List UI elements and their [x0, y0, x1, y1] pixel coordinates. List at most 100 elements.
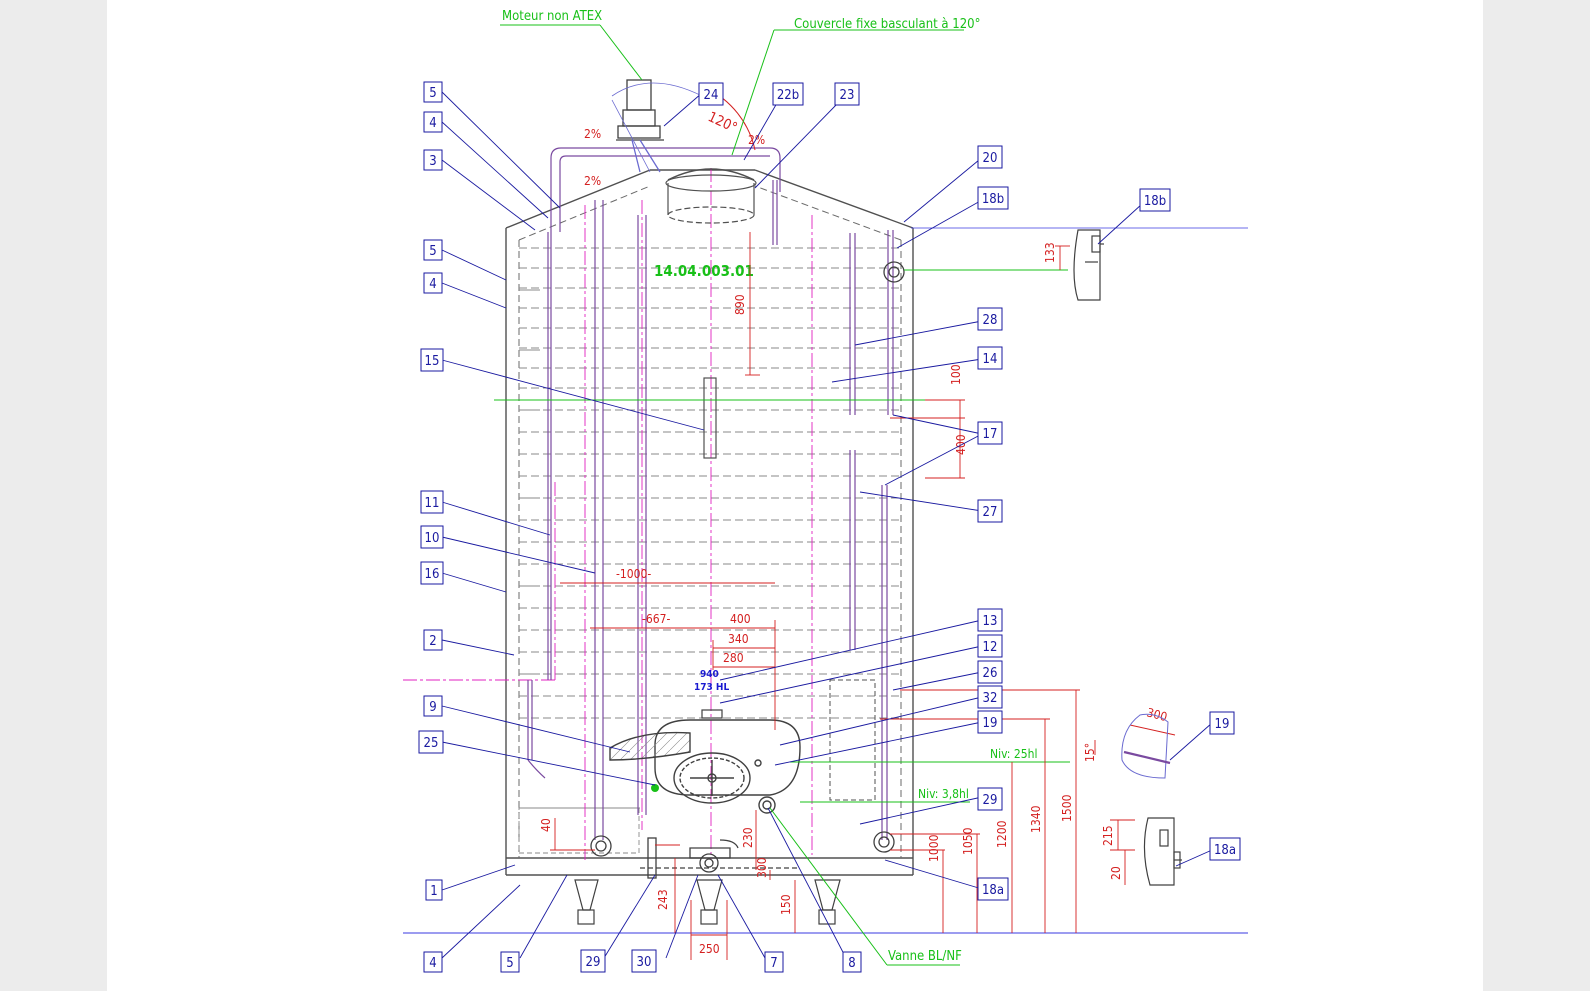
- callout-1: 1: [425, 879, 443, 901]
- callout-18b-detail: 18b: [1139, 188, 1171, 212]
- callout-3: 3: [423, 149, 443, 171]
- note-valve: Vanne BL/NF: [888, 949, 962, 964]
- note-motor: Moteur non ATEX: [502, 9, 602, 24]
- dim-340: 340: [728, 632, 749, 646]
- detail-18a: [1143, 817, 1182, 886]
- bottom-manhole: [609, 719, 801, 814]
- svg-text:5: 5: [429, 244, 436, 259]
- dim-1050: 1050: [961, 827, 975, 855]
- dim-890: 890: [733, 294, 747, 315]
- callout-17: 17: [977, 421, 1003, 445]
- note-capacity-value: 940: [700, 669, 719, 680]
- dim-300b: 300: [1145, 705, 1169, 724]
- dim-20: 20: [1109, 866, 1123, 880]
- callout-27: 27: [977, 499, 1003, 523]
- dim-250: 250: [699, 942, 720, 956]
- svg-text:19: 19: [983, 716, 998, 731]
- svg-text:14: 14: [983, 352, 998, 367]
- callout-10: 10: [420, 525, 444, 549]
- callout-26: 26: [977, 660, 1003, 684]
- tank-roof-left: [505, 169, 651, 229]
- svg-text:8: 8: [848, 956, 855, 971]
- svg-text:11: 11: [425, 496, 440, 511]
- tank-roof-right: [754, 169, 914, 229]
- svg-text:26: 26: [983, 666, 998, 681]
- callout-8: 8: [842, 951, 862, 973]
- callout-22b: 22b: [772, 82, 804, 106]
- callout-leaders: [441, 91, 1213, 959]
- pipework: [527, 147, 894, 840]
- svg-text:17: 17: [983, 427, 998, 442]
- callout-29b: 29: [580, 949, 606, 973]
- svg-text:18b: 18b: [982, 192, 1004, 207]
- dim-angle-lid: 120°: [705, 109, 739, 136]
- svg-text:12: 12: [983, 640, 998, 655]
- dim-40: 40: [539, 818, 553, 832]
- svg-text:20: 20: [983, 151, 998, 166]
- callout-18b: 18b: [977, 186, 1009, 210]
- callout-28: 28: [977, 307, 1003, 331]
- dim-1000v: 1000: [927, 834, 941, 862]
- callout-14: 14: [977, 346, 1003, 370]
- dim-400: 400: [730, 612, 751, 626]
- callout-5c: 5: [500, 951, 520, 973]
- callout-15: 15: [420, 348, 444, 372]
- callout-16: 16: [420, 561, 444, 585]
- svg-text:27: 27: [983, 505, 998, 520]
- dim-slope-3: 2%: [748, 133, 765, 147]
- callout-29: 29: [977, 787, 1003, 811]
- svg-text:4: 4: [429, 956, 436, 971]
- svg-text:7: 7: [770, 956, 777, 971]
- wall-segments: [518, 289, 640, 854]
- tank-inner-dashed: [518, 185, 902, 858]
- dim-1000: -1000-: [616, 567, 651, 581]
- svg-text:18a: 18a: [1214, 843, 1236, 858]
- bottom-outlets: [590, 261, 905, 879]
- svg-text:18a: 18a: [982, 883, 1004, 898]
- sensor-box: [829, 679, 876, 801]
- svg-text:18b: 18b: [1144, 194, 1166, 209]
- svg-text:13: 13: [983, 614, 998, 629]
- callout-5a: 5: [423, 81, 443, 103]
- callout-13: 13: [977, 608, 1003, 632]
- callout-4b: 4: [423, 272, 443, 294]
- notes: Moteur non ATEX Couvercle fixe basculant…: [494, 9, 1070, 966]
- dim-300: 300: [755, 857, 769, 878]
- callouts: 5 4 3 5 4 15 11 10 16 2 9 25 1 4 5 29 30…: [418, 81, 1241, 973]
- svg-text:3: 3: [429, 154, 436, 169]
- svg-text:19: 19: [1215, 717, 1230, 732]
- svg-text:2: 2: [429, 634, 436, 649]
- svg-text:5: 5: [506, 956, 513, 971]
- dim-230: 230: [741, 827, 755, 848]
- dim-280: 280: [723, 651, 744, 665]
- callout-24: 24: [698, 82, 724, 106]
- callout-2: 2: [423, 629, 443, 651]
- tank-legs: [574, 879, 841, 925]
- callout-23: 23: [834, 82, 860, 106]
- dim-1500: 1500: [1060, 794, 1074, 822]
- dim-215: 215: [1101, 825, 1115, 846]
- svg-text:23: 23: [840, 88, 855, 103]
- center-axes: [403, 168, 813, 860]
- dim-1340: 1340: [1029, 805, 1043, 833]
- callout-20: 20: [977, 145, 1003, 169]
- top-lid: [665, 168, 757, 224]
- dim-slope-1: 2%: [584, 127, 601, 141]
- svg-text:4: 4: [429, 277, 436, 292]
- svg-text:15: 15: [425, 354, 440, 369]
- dim-133: 133: [1043, 242, 1057, 263]
- level-indicator: [701, 709, 723, 719]
- callout-30: 30: [631, 949, 657, 973]
- callout-25: 25: [418, 730, 444, 754]
- note-level-25: Niv: 25hl: [990, 747, 1037, 761]
- note-lid: Couvercle fixe basculant à 120°: [794, 17, 980, 32]
- note-reference: 14.04.003.01: [654, 262, 754, 280]
- svg-text:1: 1: [430, 884, 437, 899]
- dim-1200: 1200: [995, 820, 1009, 848]
- dim-slope-2: 2%: [584, 174, 601, 188]
- svg-text:10: 10: [425, 531, 440, 546]
- cooling-jacket-bands: [519, 247, 901, 719]
- dim-15-deg: 15°: [1083, 743, 1097, 762]
- drawing-sheet: [107, 0, 1483, 991]
